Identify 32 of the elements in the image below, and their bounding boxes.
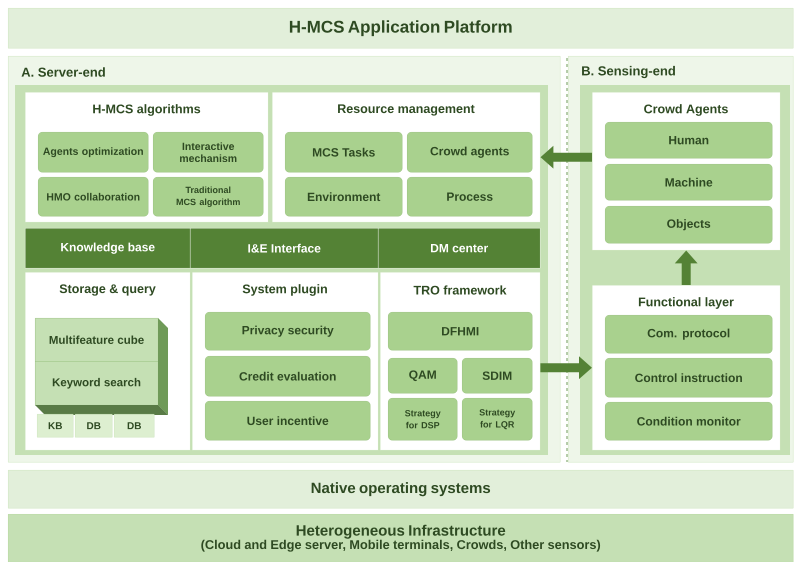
- module-box: User incentive: [205, 401, 370, 440]
- layer-band: H-MCS Application Platform: [8, 8, 794, 48]
- module-box: Process: [407, 177, 532, 216]
- cube-drawing: Multifeature cube Keyword search: [34, 318, 168, 415]
- module-box: SDIM: [462, 358, 532, 394]
- layer-band: Heterogeneous Infrastructure (Cloud and Edge server, Mobile terminals, Crowds, Other sensors): [8, 514, 794, 562]
- module-box: HMO collaboration: [38, 177, 148, 216]
- module-box: Machine: [605, 164, 772, 200]
- module-box: Traditional MCS algorithm: [153, 177, 264, 216]
- header-bar: I&E Interface: [190, 228, 378, 268]
- module-box: Com. protocol: [605, 315, 772, 354]
- module-box: Condition monitor: [605, 402, 772, 440]
- module-box: QAM: [388, 358, 458, 394]
- module-box: Privacy security: [205, 312, 370, 350]
- database-box: DB: [75, 414, 112, 438]
- header-bar: Knowledge base: [25, 228, 190, 268]
- module-box: Interactive mechanism: [153, 132, 264, 172]
- module-box: MCS Tasks: [285, 132, 402, 172]
- module-box: Environment: [285, 177, 402, 216]
- layer-band: Native operating systems: [8, 470, 794, 508]
- header-bar: DM center: [378, 228, 540, 268]
- module-box: Credit evaluation: [205, 356, 370, 396]
- module-box: Strategy for DSP: [388, 398, 458, 440]
- module-box: Crowd agents: [407, 132, 532, 172]
- database-box: DB: [114, 414, 154, 438]
- module-box: Agents optimization: [38, 132, 148, 172]
- module-box: Strategy for LQR: [462, 398, 532, 440]
- module-box: Control instruction: [605, 358, 772, 398]
- module-box: Objects: [605, 206, 772, 244]
- module-box: Human: [605, 122, 772, 158]
- database-box: KB: [37, 414, 74, 438]
- module-box: DFHMI: [388, 312, 532, 350]
